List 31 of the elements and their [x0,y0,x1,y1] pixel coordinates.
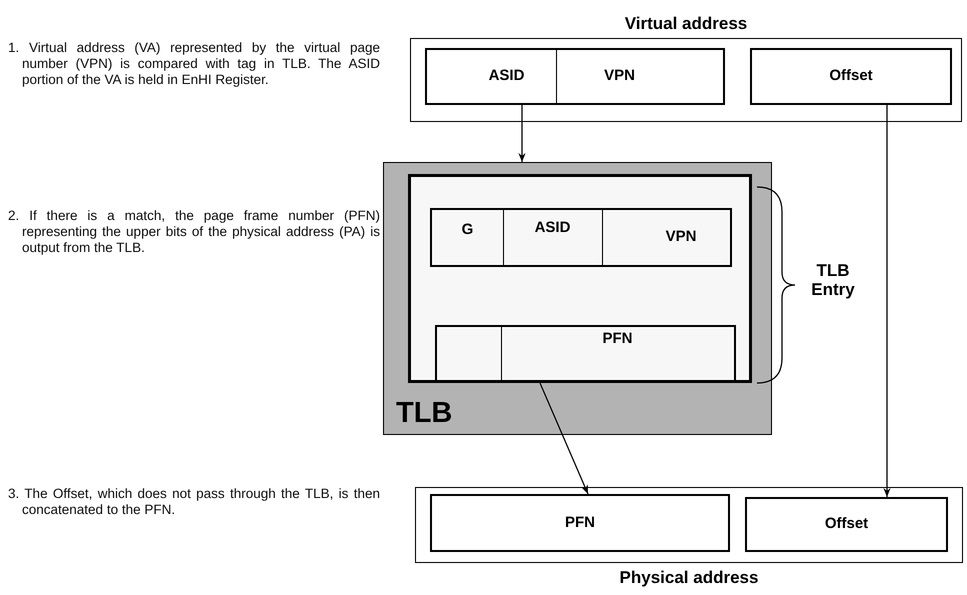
field-cell [602,208,732,267]
note-text: 2. If there is a match, the page frame number (PFN) representing the upper bits of the physical address (PA) is output from the TLB. [8,208,380,257]
field-label: Offset [824,516,868,533]
field-cell [430,208,504,267]
field-cell [425,48,557,105]
address-heading: Virtual address [624,15,748,34]
tlb-block [383,162,772,435]
field-label: VPN [666,229,696,246]
note-text: 1. Virtual address (VA) represented by the virtual page number (VPN) is compared with tag in TLB. The ASID portion of the VA is held in EnHI Register. [8,40,380,89]
field-cell [430,494,730,552]
note-text: 3. The Offset, which does not pass through the TLB, is then concatenated to the PFN. [8,486,380,518]
field-cell [745,497,948,552]
field-cell [501,325,736,383]
field-cell [435,325,502,383]
field-label: VPN [604,68,635,85]
field-label: PFN [602,331,632,348]
field-label: G [462,222,474,238]
field-label: ASID [534,220,570,236]
tlb-entry-box [408,174,752,383]
tlb-label: TLB [396,398,452,430]
arrow [883,105,891,497]
field-label: PFN [565,514,595,532]
address-heading: Physical address [618,569,760,588]
arrow [539,382,589,494]
entry-label: TLB Entry [810,262,856,300]
field-cell [503,208,603,267]
field-cell [556,48,725,105]
field-label: Offset [829,68,873,85]
field-label: ASID [488,68,524,85]
field-cell [750,48,952,105]
arrow [518,105,526,162]
